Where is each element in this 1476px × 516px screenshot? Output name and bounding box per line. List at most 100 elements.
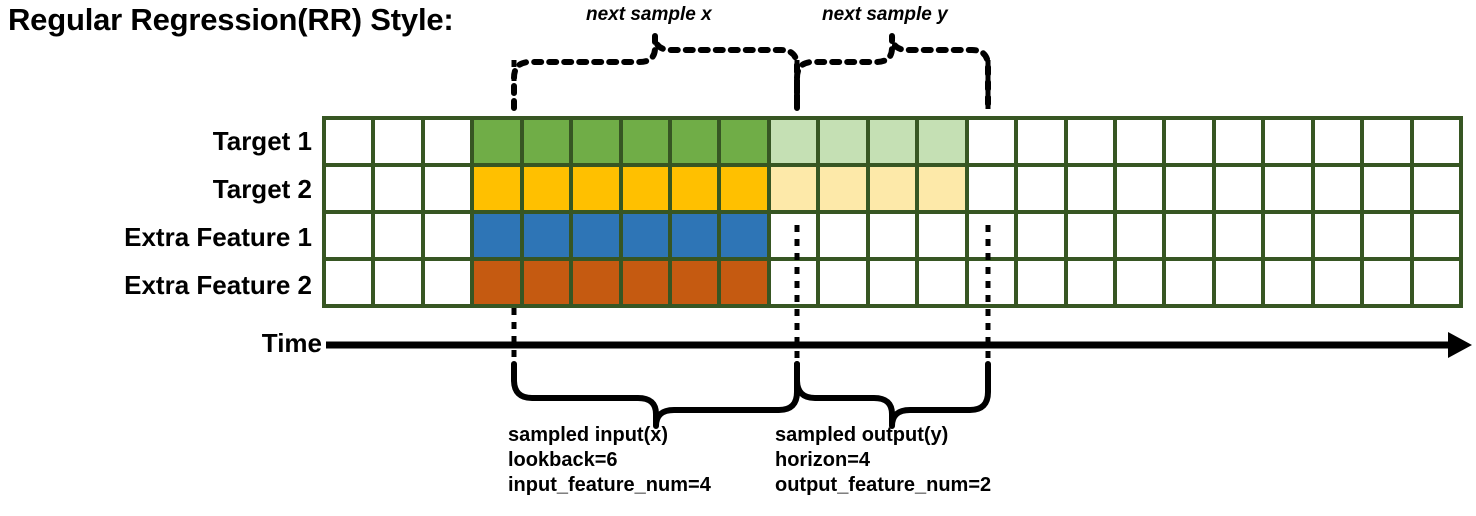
time-axis-label: Time — [261, 328, 322, 358]
grid-cell-r1-c3 — [424, 120, 471, 163]
grid-cell-r2-c22 — [1364, 167, 1410, 210]
grid-cell-r4-c3 — [424, 261, 471, 304]
grid-cell-r1-c19 — [1215, 120, 1262, 163]
grid-cell-r4-c7 — [622, 261, 669, 304]
grid-cell-r1-c17 — [1116, 120, 1163, 163]
grid-cell-r2-c9 — [721, 167, 767, 210]
grid-cell-r2-c2 — [375, 167, 421, 210]
grid-cell-r2-c13 — [919, 167, 965, 210]
timeseries-grid — [322, 116, 1463, 308]
grid-cell-r3-c9 — [721, 214, 767, 257]
grid-cell-r3-c2 — [375, 214, 421, 257]
row-label-extra-feature-2: Extra Feature 2 — [124, 270, 312, 300]
sampled-output-line-2: horizon=4 — [775, 449, 871, 471]
row-label-target-1: Target 1 — [212, 126, 312, 156]
grid-cell-r3-c6 — [573, 214, 619, 257]
grid-cell-r4-c1 — [326, 261, 372, 304]
time-axis-arrow — [326, 332, 1472, 358]
grid-cell-r4-c19 — [1215, 261, 1262, 304]
grid-cell-r3-c14 — [968, 214, 1015, 257]
grid-cell-r4-c11 — [820, 261, 866, 304]
brace-label-next-sample-y: next sample y — [822, 4, 948, 25]
page-title: Regular Regression(RR) Style: — [8, 2, 454, 37]
grid-cell-r4-c10 — [770, 261, 817, 304]
grid-cell-r3-c8 — [672, 214, 718, 257]
grid-cell-r2-c14 — [968, 167, 1015, 210]
grid-cell-r4-c20 — [1265, 261, 1311, 304]
grid-cell-r2-c6 — [573, 167, 619, 210]
grid-cell-r2-c3 — [424, 167, 471, 210]
grid-cell-r3-c18 — [1166, 214, 1212, 257]
grid-cell-r4-c9 — [721, 261, 767, 304]
sampled-input-line-3: input_feature_num=4 — [508, 474, 711, 496]
row-label-target-2: Target 2 — [212, 174, 312, 204]
grid-cell-r2-c1 — [326, 167, 372, 210]
grid-cell-r2-c10 — [770, 167, 817, 210]
grid-cell-r1-c20 — [1265, 120, 1311, 163]
grid-cell-r2-c12 — [869, 167, 916, 210]
grid-cell-r4-c17 — [1116, 261, 1163, 304]
bottom-brace-sampled-input — [511, 361, 800, 429]
grid-cell-r4-c8 — [672, 261, 718, 304]
grid-cell-r3-c7 — [622, 214, 669, 257]
grid-cell-r4-c18 — [1166, 261, 1212, 304]
grid-cell-r1-c16 — [1067, 120, 1113, 163]
grid-cell-r1-c22 — [1364, 120, 1410, 163]
grid-cell-r3-c16 — [1067, 214, 1113, 257]
grid-cell-r2-c15 — [1018, 167, 1064, 210]
grid-cell-r2-c19 — [1215, 167, 1262, 210]
grid-cell-r1-c4 — [474, 120, 520, 163]
grid-cell-r3-c1 — [326, 214, 372, 257]
grid-cell-r3-c23 — [1413, 214, 1459, 257]
grid-cell-r2-c5 — [523, 167, 570, 210]
grid-cell-r3-c22 — [1364, 214, 1410, 257]
grid-cell-r4-c23 — [1413, 261, 1459, 304]
grid-cell-r4-c4 — [474, 261, 520, 304]
grid-cell-r4-c2 — [375, 261, 421, 304]
grid-cell-r3-c5 — [523, 214, 570, 257]
grid-cell-r1-c23 — [1413, 120, 1459, 163]
top-brace-next-sample-x — [511, 33, 800, 111]
brace-label-next-sample-x: next sample x — [586, 4, 712, 25]
grid-cell-r2-c21 — [1314, 167, 1361, 210]
grid-cell-r1-c13 — [919, 120, 965, 163]
grid-cell-r3-c20 — [1265, 214, 1311, 257]
grid-cell-r1-c12 — [869, 120, 916, 163]
grid-cell-r4-c12 — [869, 261, 916, 304]
grid-cell-r3-c17 — [1116, 214, 1163, 257]
grid-cell-r1-c6 — [573, 120, 619, 163]
grid-cell-r2-c8 — [672, 167, 718, 210]
grid-cell-r1-c11 — [820, 120, 866, 163]
grid-cell-r1-c21 — [1314, 120, 1361, 163]
grid-cell-r2-c4 — [474, 167, 520, 210]
grid-cell-r2-c17 — [1116, 167, 1163, 210]
bottom-brace-sampled-output — [794, 361, 991, 429]
grid-cell-r2-c18 — [1166, 167, 1212, 210]
grid-cell-r1-c14 — [968, 120, 1015, 163]
sampled-output-line-1: sampled output(y) — [775, 424, 949, 446]
grid-cell-r1-c2 — [375, 120, 421, 163]
grid-cell-r3-c15 — [1018, 214, 1064, 257]
grid-cell-r3-c3 — [424, 214, 471, 257]
grid-cell-r1-c18 — [1166, 120, 1212, 163]
grid-cell-r3-c19 — [1215, 214, 1262, 257]
grid-cell-r1-c8 — [672, 120, 718, 163]
grid-cell-r1-c15 — [1018, 120, 1064, 163]
grid-cell-r4-c22 — [1364, 261, 1410, 304]
brace-label-sampled-input: sampled input(x) lookback=6 input_featur… — [508, 423, 711, 498]
grid-cell-r3-c4 — [474, 214, 520, 257]
top-brace-next-sample-y — [794, 33, 991, 111]
sampled-input-line-2: lookback=6 — [508, 449, 618, 471]
grid-cell-r2-c7 — [622, 167, 669, 210]
grid-cell-r4-c6 — [573, 261, 619, 304]
row-label-extra-feature-1: Extra Feature 1 — [124, 222, 312, 252]
grid-cell-r1-c10 — [770, 120, 817, 163]
sampled-output-line-3: output_feature_num=2 — [775, 474, 992, 496]
grid-cell-r2-c11 — [820, 167, 866, 210]
grid-cell-r1-c7 — [622, 120, 669, 163]
grid-cell-r4-c13 — [919, 261, 965, 304]
brace-label-sampled-output: sampled output(y) horizon=4 output_featu… — [775, 423, 991, 498]
grid-cell-r1-c1 — [326, 120, 372, 163]
grid-cell-r3-c21 — [1314, 214, 1361, 257]
